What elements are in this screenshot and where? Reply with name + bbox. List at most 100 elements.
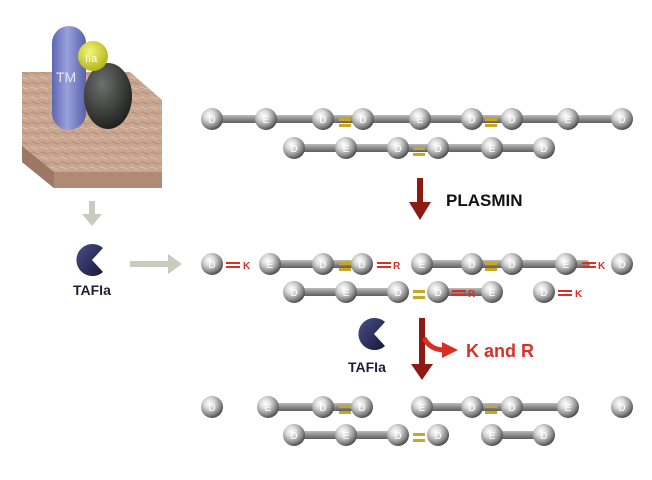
arrow-down-icon [82, 201, 102, 226]
d-domain: D [501, 396, 523, 418]
svg-text:E: E [565, 115, 572, 126]
cleavage-arrow-icon [411, 318, 433, 380]
svg-text:E: E [489, 288, 496, 299]
e-domain: E [257, 396, 279, 418]
svg-text:E: E [489, 144, 496, 155]
d-domain: D [351, 253, 373, 275]
plasmin-arrow-icon [409, 178, 431, 220]
d-domain: D [283, 424, 305, 446]
svg-text:E: E [419, 260, 426, 271]
d-domain: D [533, 424, 555, 446]
tm-label: TM [56, 69, 76, 85]
svg-text:D: D [434, 288, 441, 299]
d-domain: D [283, 137, 305, 159]
svg-text:E: E [419, 403, 426, 414]
d-domain: D [387, 424, 409, 446]
svg-text:K: K [575, 289, 583, 300]
svg-text:R: R [468, 289, 476, 300]
svg-text:D: D [508, 260, 515, 271]
svg-text:D: D [290, 288, 297, 299]
arginine-residue: R [377, 261, 401, 272]
svg-text:K: K [598, 261, 606, 272]
svg-text:D: D [208, 260, 215, 271]
plasmin-label: PLASMIN [446, 191, 523, 210]
d-domain: D [461, 108, 483, 130]
d-domain: D [427, 424, 449, 446]
release-arrow-icon [421, 336, 458, 358]
d-domain: D [312, 108, 334, 130]
d-domain: D [501, 253, 523, 275]
svg-text:D: D [540, 144, 547, 155]
svg-text:D: D [540, 288, 547, 299]
d-domain: D [611, 253, 633, 275]
d-domain: D [387, 137, 409, 159]
e-domain: E [259, 253, 281, 275]
svg-text:D: D [508, 115, 515, 126]
svg-text:D: D [394, 431, 401, 442]
svg-text:D: D [208, 115, 215, 126]
svg-text:E: E [563, 260, 570, 271]
svg-text:D: D [508, 403, 515, 414]
crosslink [413, 433, 425, 442]
crosslink [413, 290, 425, 299]
k-and-r-label: K and R [466, 341, 534, 361]
plasmin-step: PLASMIN [409, 178, 523, 220]
svg-text:D: D [468, 260, 475, 271]
svg-text:D: D [618, 115, 625, 126]
crosslink [485, 262, 497, 271]
d-domain: D [201, 108, 223, 130]
svg-text:D: D [290, 431, 297, 442]
svg-text:R: R [393, 261, 401, 272]
svg-text:E: E [343, 144, 350, 155]
svg-text:D: D [319, 260, 326, 271]
d-domain: D [533, 137, 555, 159]
tafia-mid-label: TAFIa [348, 359, 386, 375]
svg-text:D: D [394, 288, 401, 299]
svg-text:D: D [618, 260, 625, 271]
svg-text:D: D [290, 144, 297, 155]
d-domain: D [351, 396, 373, 418]
tafia-left: TAFIa [73, 244, 111, 298]
d-domain: D [201, 396, 223, 418]
svg-text:D: D [618, 403, 625, 414]
svg-text:D: D [358, 260, 365, 271]
e-domain: E [481, 137, 503, 159]
svg-text:D: D [434, 144, 441, 155]
svg-text:D: D [358, 403, 365, 414]
svg-text:D: D [359, 115, 366, 126]
d-domain: D [611, 108, 633, 130]
e-domain: E [481, 424, 503, 446]
iia-label: IIa [85, 53, 98, 65]
pacman-icon [358, 317, 385, 350]
e-domain: E [411, 253, 433, 275]
d-domain: D [533, 281, 555, 303]
d-domain: D [427, 281, 449, 303]
thrombomodulin: TM [52, 26, 86, 130]
e-domain: E [557, 396, 579, 418]
svg-text:E: E [417, 115, 424, 126]
svg-text:E: E [265, 403, 272, 414]
svg-text:D: D [468, 115, 475, 126]
e-domain: E [335, 137, 357, 159]
d-domain: D [461, 253, 483, 275]
svg-text:D: D [540, 431, 547, 442]
arginine-residue: R [452, 289, 476, 300]
d-domain: D [352, 108, 374, 130]
d-domain: D [427, 137, 449, 159]
svg-text:E: E [565, 403, 572, 414]
lysine-residue: K [582, 261, 606, 272]
e-domain: E [335, 424, 357, 446]
d-domain: D [312, 253, 334, 275]
crosslink [413, 147, 425, 156]
lysine-residue: K [558, 289, 583, 300]
e-domain: E [409, 108, 431, 130]
svg-text:E: E [267, 260, 274, 271]
tafia-release-step: TAFIa K and R [348, 317, 534, 380]
d-domain: D [387, 281, 409, 303]
svg-text:D: D [394, 144, 401, 155]
tafia-left-label: TAFIa [73, 282, 111, 298]
thrombin: IIa [78, 41, 132, 129]
svg-text:D: D [468, 403, 475, 414]
e-domain: E [335, 281, 357, 303]
